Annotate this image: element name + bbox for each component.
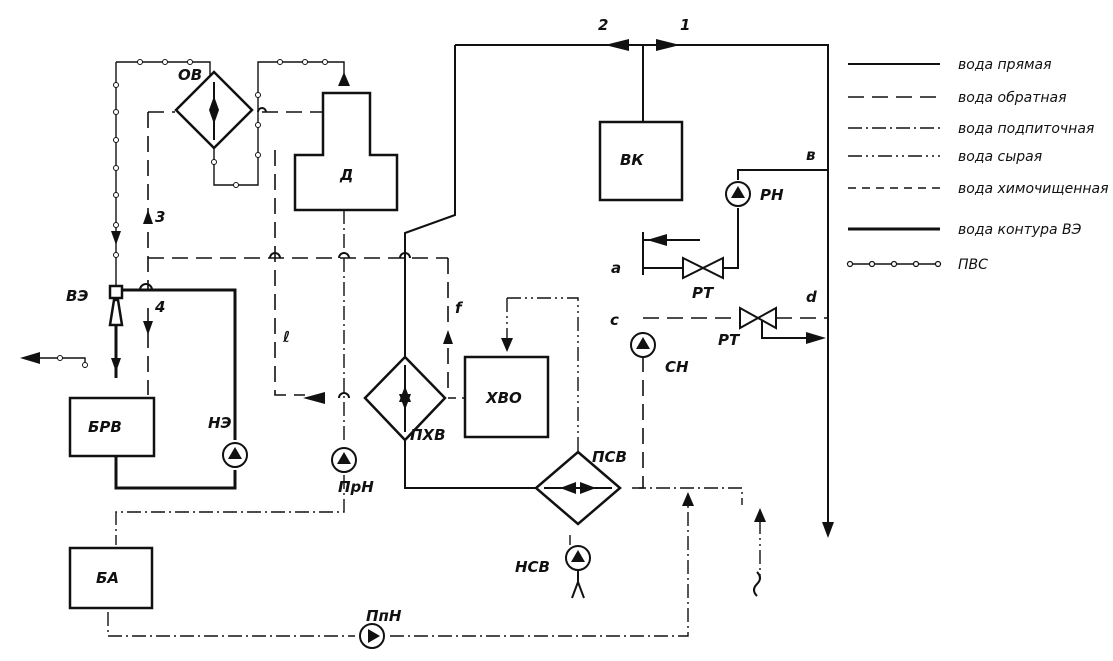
svg-text:вода контура ВЭ: вода контура ВЭ bbox=[958, 222, 1082, 238]
legend-item-return: вода обратная bbox=[848, 90, 1067, 106]
sn-pump: СН bbox=[630, 332, 689, 376]
svg-text:вода сырая: вода сырая bbox=[958, 149, 1042, 165]
brv-label: БРВ bbox=[88, 418, 122, 436]
brv-tank: БРВ bbox=[68, 396, 156, 458]
point-d: d bbox=[806, 288, 817, 306]
point-f: f bbox=[455, 299, 464, 317]
ve-label: ВЭ bbox=[66, 287, 88, 305]
svg-text:вода обратная: вода обратная bbox=[958, 90, 1067, 106]
flow-arrows bbox=[20, 39, 834, 538]
khvo-unit: ХВО bbox=[463, 355, 550, 439]
point-1: 1 bbox=[680, 16, 690, 34]
legend-item-raw: вода сырая bbox=[848, 149, 1042, 165]
legend-item-pvs: ПВС bbox=[846, 257, 988, 273]
rt2-label: РТ bbox=[718, 331, 741, 349]
ppn-pump: ПпН bbox=[359, 607, 402, 649]
point-e: ℓ bbox=[282, 328, 290, 346]
point-c: c bbox=[610, 311, 619, 329]
pkhv-heat-exchanger: ПХВ bbox=[363, 355, 447, 444]
makeup-water-lines bbox=[107, 210, 743, 637]
svg-text:вода подпиточная: вода подпиточная bbox=[958, 121, 1094, 137]
vk-boiler: ВК bbox=[598, 120, 684, 202]
ba-tank: БА bbox=[68, 546, 154, 610]
d-deaerator: Д bbox=[293, 91, 399, 212]
vk-label: ВК bbox=[620, 151, 644, 169]
ne-label: НЭ bbox=[208, 414, 232, 432]
khvo-label: ХВО bbox=[485, 389, 522, 407]
sn-label: СН bbox=[665, 358, 689, 376]
nsv-label: НСВ bbox=[515, 558, 550, 576]
svg-text:ПВС: ПВС bbox=[958, 257, 988, 273]
raw-water-lines bbox=[506, 297, 761, 580]
psv-label: ПСВ bbox=[592, 448, 627, 466]
legend-item-treated: вода химочищенная bbox=[848, 181, 1109, 197]
point-2: 2 bbox=[598, 16, 608, 34]
rn-label: РН bbox=[760, 186, 784, 204]
rt-valve-1: РТ bbox=[682, 256, 724, 302]
svg-text:вода прямая: вода прямая bbox=[958, 57, 1052, 73]
point-b: в bbox=[806, 146, 816, 164]
pvs-lines bbox=[30, 59, 345, 368]
ve-ejector: ВЭ bbox=[66, 284, 124, 327]
legend-item-makeup: вода подпиточная bbox=[848, 121, 1094, 137]
raw-water-break bbox=[753, 571, 761, 597]
legend-item-ve-contour: вода контура ВЭ bbox=[848, 222, 1082, 238]
point-a: a bbox=[611, 259, 621, 277]
psv-heat-exchanger: ПСВ bbox=[534, 448, 627, 526]
ne-pump: НЭ bbox=[208, 414, 248, 468]
legend: вода прямая вода обратная вода подпиточн… bbox=[846, 57, 1109, 273]
prn-pump: ПрН bbox=[331, 447, 374, 496]
point-labels: 2 1 3 4 a в c d ℓ f bbox=[154, 16, 817, 346]
d-label: Д bbox=[339, 166, 353, 184]
rn-pump: РН bbox=[725, 181, 784, 207]
rt-valve-2: РТ bbox=[718, 306, 777, 349]
ve-contour-lines bbox=[114, 288, 237, 490]
pkhv-label: ПХВ bbox=[410, 426, 446, 444]
nsv-pump: НСВ bbox=[515, 545, 591, 599]
prn-label: ПрН bbox=[338, 478, 374, 496]
ov-label: ОВ bbox=[178, 66, 202, 84]
ov-heat-exchanger: ОВ bbox=[174, 66, 254, 150]
svg-text:вода химочищенная: вода химочищенная bbox=[958, 181, 1109, 197]
rt1-label: РТ bbox=[692, 284, 715, 302]
point-4: 4 bbox=[154, 298, 165, 316]
point-3: 3 bbox=[155, 208, 165, 226]
ppn-label: ПпН bbox=[366, 607, 402, 625]
line-crossings bbox=[139, 107, 411, 399]
legend-item-direct: вода прямая bbox=[848, 57, 1052, 73]
ba-label: БА bbox=[96, 569, 119, 587]
